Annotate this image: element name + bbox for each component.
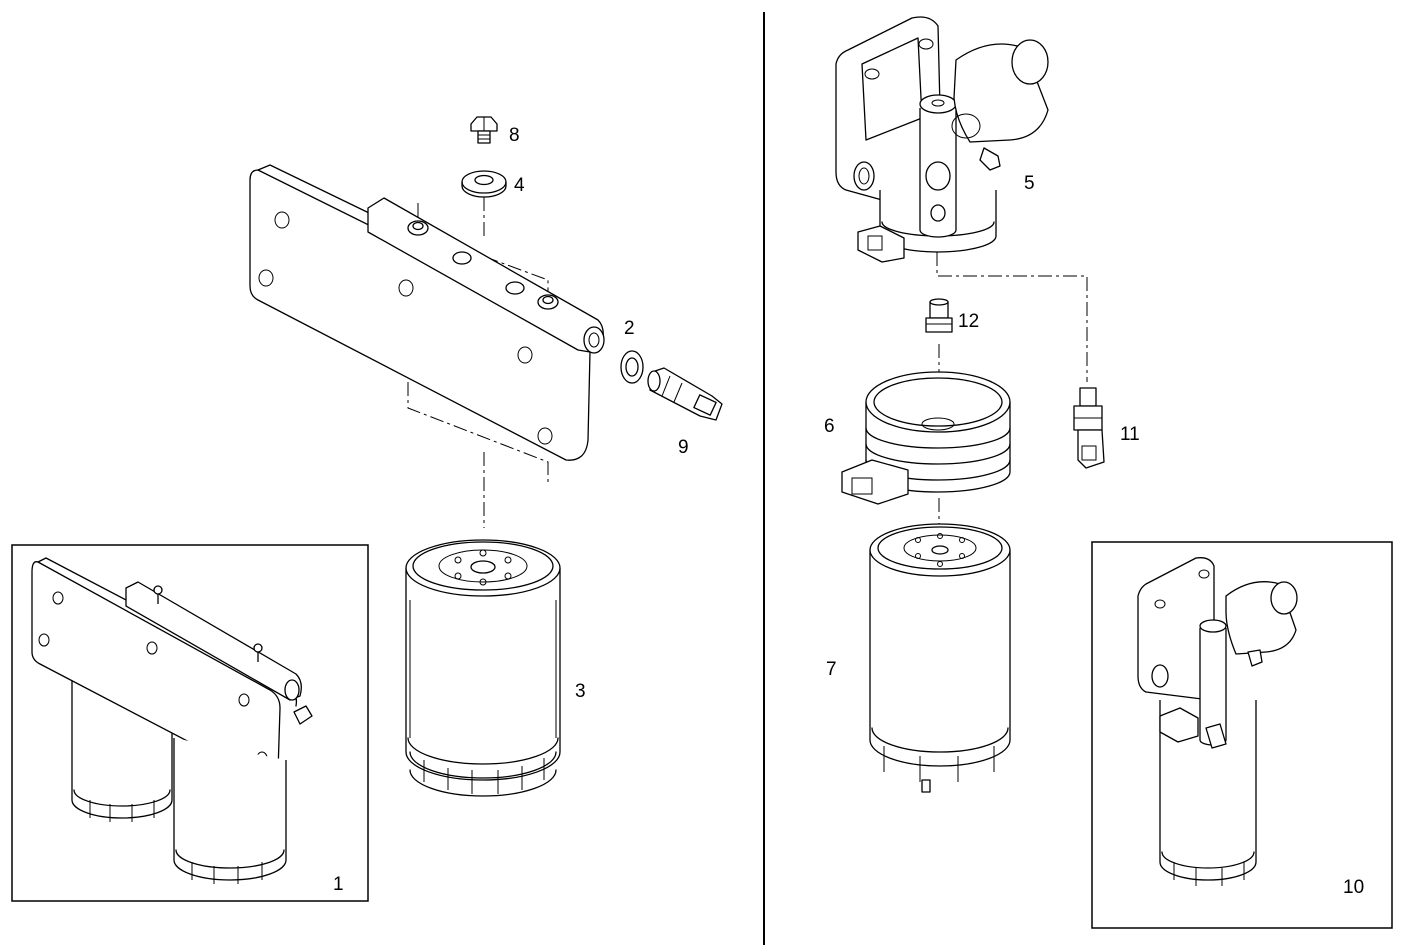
inset-frame-10 — [1091, 541, 1393, 929]
callout-7: 7 — [826, 659, 837, 680]
part-8-bolt — [470, 116, 498, 144]
callout-2: 2 — [624, 318, 635, 339]
callout-11: 11 — [1120, 424, 1140, 445]
part-5-filter-head — [835, 16, 1049, 263]
callout-6: 6 — [824, 416, 835, 437]
part-6-bowl — [841, 371, 1011, 505]
assembly-lines-left — [407, 197, 549, 528]
callout-9: 9 — [678, 437, 689, 458]
callout-3: 3 — [575, 681, 586, 702]
part-3-filter-cartridge — [405, 539, 561, 797]
callout-1: 1 — [333, 874, 344, 895]
callout-8: 8 — [509, 125, 520, 146]
part-2-o-ring — [620, 350, 644, 384]
inset-frame-1 — [11, 544, 369, 902]
part-1-twin-filter-assembly — [31, 557, 313, 884]
callout-labels: 8 4 2 9 3 1 5 12 6 11 7 10 — [333, 125, 1364, 898]
callout-12: 12 — [958, 311, 979, 332]
callout-4: 4 — [514, 175, 525, 196]
part-7-filter-cartridge — [869, 523, 1011, 793]
part-4-washer — [461, 170, 507, 198]
part-11-sensor — [1073, 387, 1105, 469]
filter-head-plate — [249, 164, 605, 461]
callout-5: 5 — [1024, 173, 1035, 194]
part-9-sensor — [647, 367, 723, 421]
callout-10: 10 — [1343, 877, 1364, 898]
part-12-fitting — [925, 298, 953, 333]
part-10-single-filter-assembly — [1137, 557, 1298, 886]
